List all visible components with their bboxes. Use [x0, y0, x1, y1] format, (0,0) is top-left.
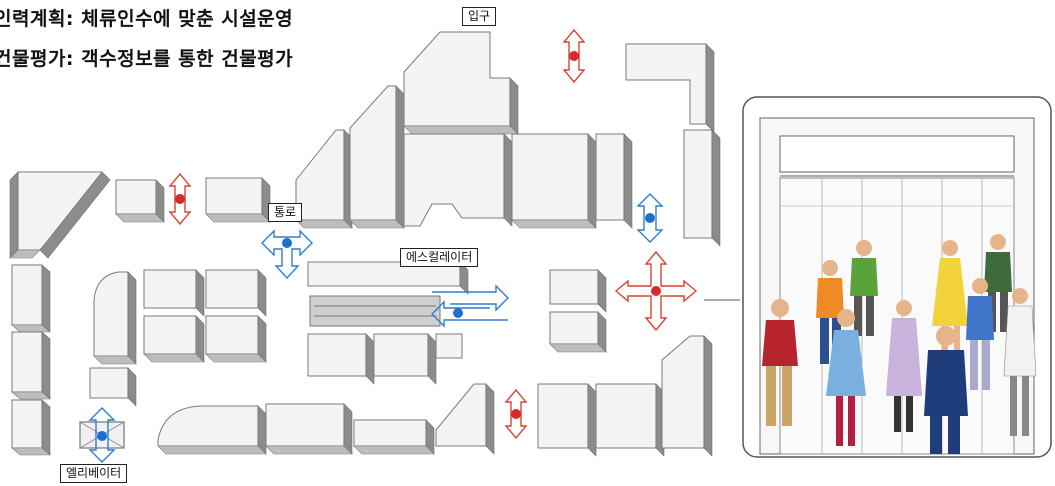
blue-arrow-elevator	[79, 407, 125, 463]
person-blue-dress	[826, 309, 866, 446]
block-mid-grid-2	[205, 269, 267, 317]
person-suit	[924, 326, 968, 454]
block-bottom-right-2	[595, 383, 665, 457]
block-top-small-2	[205, 177, 271, 223]
block-left-large	[9, 171, 111, 259]
block-bottom-right-3	[661, 335, 713, 457]
block-right-mid-1	[549, 269, 607, 313]
person-yellow-skirt	[932, 240, 968, 366]
block-bottom-slant	[435, 383, 495, 455]
block-mid-grid-1	[143, 269, 205, 317]
four-way-arrow-icon	[614, 250, 698, 332]
title-building-evaluation: 건물평가: 객수정보를 통한 건물평가	[0, 48, 294, 70]
person-green	[850, 240, 878, 336]
block-right-mid-2	[549, 311, 607, 353]
blue-dot-icon	[282, 238, 292, 248]
blue-dot-icon	[645, 213, 655, 223]
person-blue-shirt	[966, 278, 994, 390]
block-small-left	[89, 367, 137, 407]
blue-dot-icon	[97, 431, 107, 441]
block-left-col-2	[11, 331, 51, 400]
label-elevator: 엘리베이터	[60, 464, 128, 483]
block-center-1	[403, 133, 513, 227]
block-right-tall	[625, 43, 721, 247]
red-dot-icon	[651, 286, 661, 296]
red-arrow-bottom	[504, 388, 528, 440]
block-mid-grid-3	[143, 315, 205, 363]
red-dot-icon	[569, 51, 579, 61]
block-center-3	[595, 133, 633, 229]
block-center-2	[511, 133, 597, 229]
floor-plan	[9, 28, 740, 463]
red-arrow-entrance	[562, 28, 586, 84]
label-escalator: 에스컬레이터	[400, 248, 479, 267]
blue-arrow-right	[636, 193, 664, 243]
red-dot-icon	[175, 194, 185, 204]
block-hall-top	[307, 261, 469, 295]
block-top-center	[403, 31, 519, 135]
block-left-col-3	[11, 399, 51, 456]
block-mid-left-round	[93, 271, 137, 365]
blue-dot-icon	[453, 308, 463, 318]
block-left-col-1	[11, 264, 51, 333]
person-lavender	[886, 300, 922, 432]
blue-arrow-passage	[261, 229, 313, 280]
block-top-small-1	[115, 179, 165, 223]
label-passage: 통로	[268, 203, 303, 222]
red-arrow-top-left	[168, 172, 192, 226]
block-bottom-right-1	[537, 383, 597, 457]
people-illustration	[742, 96, 1052, 458]
blue-arrow-escalator	[431, 284, 509, 328]
person-white-coat	[1003, 288, 1037, 436]
red-dot-icon	[511, 409, 521, 419]
block-slant-1	[295, 129, 353, 229]
title-staff-planning: 인력계획: 체류인수에 맞춘 시설운영	[0, 8, 294, 30]
escalator-structure	[309, 295, 441, 327]
block-bottom-round	[157, 405, 267, 455]
block-bottom-2	[265, 403, 353, 455]
block-bottom-3	[353, 419, 435, 455]
block-hall-bottom	[307, 333, 463, 385]
person-red-jacket	[762, 299, 798, 426]
block-slant-2	[349, 85, 405, 229]
building-blocks	[9, 31, 721, 457]
label-entrance: 입구	[462, 7, 497, 26]
block-mid-grid-4	[205, 315, 267, 363]
